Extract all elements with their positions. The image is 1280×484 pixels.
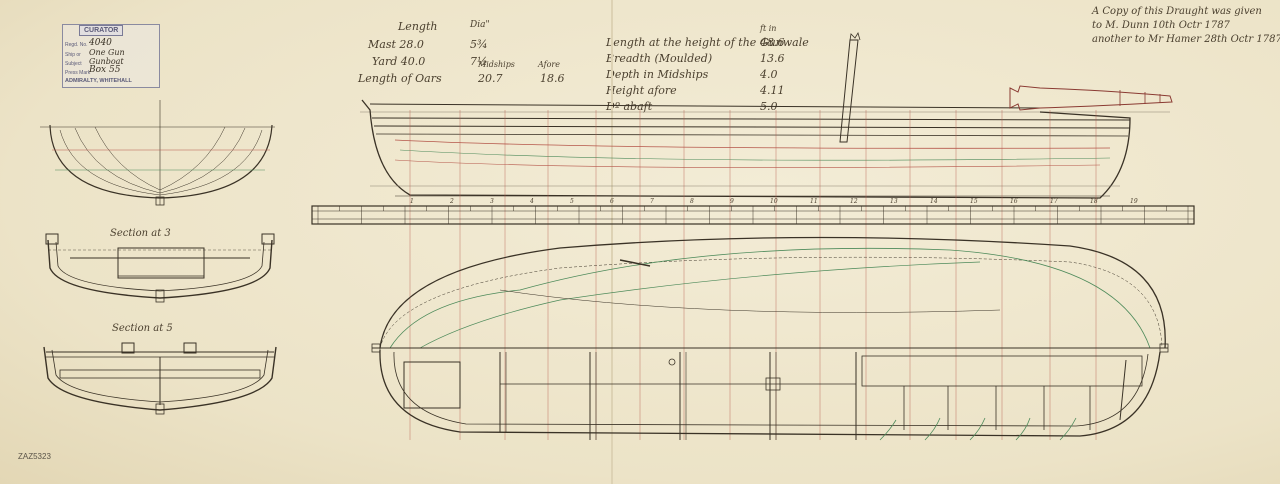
- section-5-drawing: [43, 342, 277, 415]
- dim-row-value-0: 48.6: [760, 36, 785, 49]
- stamp-value-ship: One Gun Gunboat: [89, 48, 125, 66]
- dims-unit-header: ft in: [760, 24, 777, 33]
- stamp-value-regd: 4040: [89, 38, 112, 48]
- body-plan: [40, 100, 275, 206]
- station-number: 14: [930, 198, 938, 205]
- dims-midships-label: Midships: [478, 60, 515, 69]
- stamp-header: CURATOR: [79, 25, 124, 36]
- station-number: 8: [690, 198, 694, 205]
- station-number: 5: [570, 198, 574, 205]
- section-3-drawing: [45, 233, 275, 303]
- dim-row-label-4: Dº abaft: [606, 100, 653, 113]
- half-breadth-plan: [371, 236, 1169, 353]
- note-line-1: A Copy of this Draught was given: [1092, 6, 1262, 17]
- dims-oars-midships: 20.7: [478, 72, 503, 85]
- station-number: 4: [529, 198, 534, 205]
- dims-oars-label: Length of Oars: [358, 72, 442, 85]
- station-number: 13: [890, 198, 898, 205]
- dim-row-value-1: 13.6: [760, 52, 785, 65]
- stamp-label-press: Press Mark: [65, 70, 91, 76]
- deck-plan: [379, 349, 1161, 441]
- dims-heading: Length: [398, 20, 438, 33]
- dims-heading-dia: Dia": [470, 20, 490, 30]
- section-label-2: Section at 5: [112, 323, 173, 334]
- dim-row-label-3: Height afore: [606, 84, 677, 97]
- dims-mast: Mast 28.0: [368, 38, 424, 51]
- dims-yard: Yard 40.0: [372, 55, 426, 68]
- station-number: 10: [770, 198, 778, 205]
- station-number: 18: [1090, 198, 1098, 205]
- station-number: 2: [449, 198, 454, 205]
- curator-stamp: CURATOR Regd. No. 4040 Ship or One Gun G…: [62, 24, 160, 88]
- station-number: 19: [1130, 198, 1138, 205]
- station-number: 17: [1050, 198, 1058, 205]
- note-line-2: to M. Dunn 10th Octr 1787: [1092, 20, 1230, 31]
- catalog-reference: ZAZ5323: [18, 452, 51, 461]
- station-number: 7: [650, 198, 654, 205]
- station-number: 11: [810, 198, 818, 205]
- station-number: 12: [850, 198, 858, 205]
- dims-afore-label: Afore: [538, 60, 560, 69]
- dim-row-label-1: Breadth (Moulded): [606, 52, 713, 65]
- note-line-3: another to Mr Hamer 28th Octr 1787: [1092, 34, 1280, 45]
- stamp-label-subject: Subject: [65, 61, 82, 67]
- station-number: 6: [610, 198, 614, 205]
- dims-oars-afore: 18.6: [540, 72, 565, 85]
- station-number: 15: [970, 198, 978, 205]
- dim-row-label-0: Length at the height of the Gunwale: [606, 36, 809, 49]
- stamp-footer: ADMIRALTY, WHITEHALL: [65, 78, 132, 84]
- dim-row-label-2: Depth in Midships: [606, 68, 709, 81]
- dims-mast-dia: 5¾: [470, 38, 488, 51]
- section-label-1: Section at 3: [110, 228, 171, 239]
- stamp-value-press: Box 55: [89, 65, 121, 75]
- station-number: 9: [730, 198, 734, 205]
- dim-row-value-2: 4.0: [760, 68, 778, 81]
- stamp-label-regd: Regd. No.: [65, 42, 88, 48]
- station-number: 16: [1010, 198, 1018, 205]
- station-number: 3: [490, 198, 494, 205]
- station-number: 1: [410, 198, 414, 205]
- dim-row-value-3: 4.11: [760, 84, 785, 97]
- dims-yard-dia: 7½: [470, 55, 488, 68]
- stamp-label-ship: Ship or: [65, 52, 81, 58]
